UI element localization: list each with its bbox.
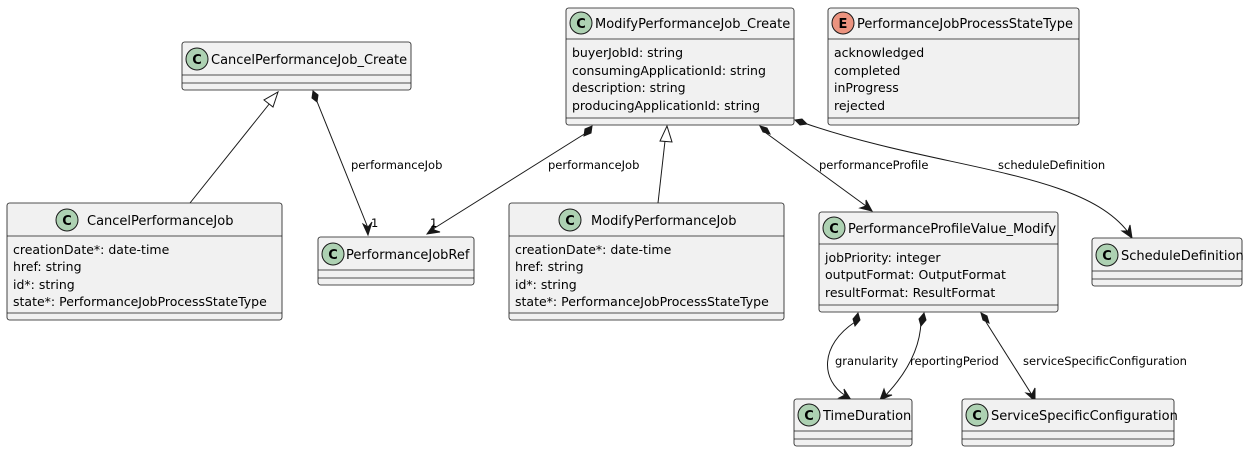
class-name: ModifyPerformanceJob_Create bbox=[595, 17, 790, 32]
relation-label-reportingperiod: reportingPeriod bbox=[910, 354, 999, 368]
relation-profile-servicespecificconfiguration: serviceSpecificConfiguration bbox=[980, 312, 1187, 403]
class-name: ServiceSpecificConfiguration bbox=[991, 409, 1178, 424]
class-stereotype-letter: C bbox=[576, 17, 586, 32]
class-attribute: state*: PerformanceJobProcessStateType bbox=[13, 294, 267, 309]
class-attribute: creationDate*: date-time bbox=[515, 242, 672, 257]
class-name: CancelPerformanceJob_Create bbox=[211, 53, 407, 68]
multiplicity-label: 1 bbox=[371, 216, 378, 230]
class-name: TimeDuration bbox=[822, 409, 911, 424]
class-attribute: href: string bbox=[515, 259, 584, 274]
relation-modify-performancejob: performanceJob 1 bbox=[425, 125, 639, 235]
class-stereotype-letter: C bbox=[328, 248, 338, 263]
enum-value: acknowledged bbox=[834, 45, 924, 60]
class-scheduledefinition: C ScheduleDefinition bbox=[1091, 237, 1244, 287]
class-c-icon bbox=[55, 208, 79, 232]
class-attribute: jobPriority: integer bbox=[824, 250, 941, 265]
class-name: PerformanceJobRef bbox=[346, 248, 470, 263]
class-performanceprofilevalue-modify: C PerformanceProfileValue_Modify jobPrio… bbox=[818, 211, 1059, 313]
class-c-icon bbox=[797, 403, 821, 427]
class-name: CancelPerformanceJob bbox=[87, 214, 233, 229]
relation-label-servicespecificconfiguration: serviceSpecificConfiguration bbox=[1023, 354, 1187, 368]
enum-value: inProgress bbox=[834, 80, 899, 95]
relation-profile-reportingperiod: reportingPeriod bbox=[879, 311, 999, 401]
class-c-icon bbox=[321, 242, 345, 266]
class-c-icon bbox=[1095, 243, 1119, 267]
class-stereotype-letter: C bbox=[1102, 249, 1112, 264]
class-c-icon bbox=[965, 403, 989, 427]
enum-stereotype-letter: E bbox=[839, 17, 848, 32]
class-c-icon bbox=[569, 11, 593, 35]
class-stereotype-letter: C bbox=[972, 409, 982, 424]
enum-e-icon bbox=[831, 11, 855, 35]
class-attribute: consumingApplicationId: string bbox=[572, 63, 766, 78]
class-attribute: href: string bbox=[13, 259, 82, 274]
enum-value: rejected bbox=[834, 98, 885, 113]
relation-label-performancejob: performanceJob bbox=[548, 158, 639, 172]
relation-label-granularity: granularity bbox=[835, 354, 898, 368]
class-cancelperformancejob: C CancelPerformanceJob creationDate*: da… bbox=[6, 202, 283, 321]
class-attribute: creationDate*: date-time bbox=[13, 242, 170, 257]
class-timeduration: C TimeDuration bbox=[793, 398, 913, 447]
class-cancelperformancejob-create: C CancelPerformanceJob_Create bbox=[181, 41, 412, 91]
class-attribute: state*: PerformanceJobProcessStateType bbox=[515, 294, 769, 309]
enum-performancejobprocessstatetype: E PerformanceJobProcessStateType acknowl… bbox=[827, 7, 1080, 126]
class-modifyperformancejob: C ModifyPerformanceJob creationDate*: da… bbox=[508, 202, 785, 321]
class-attribute: outputFormat: OutputFormat bbox=[825, 267, 1006, 282]
class-c-icon bbox=[822, 216, 846, 240]
class-name: PerformanceProfileValue_Modify bbox=[848, 222, 1056, 237]
relation-modify-scheduledefinition: scheduleDefinition bbox=[793, 118, 1133, 240]
class-stereotype-letter: C bbox=[829, 222, 839, 237]
relation-cancel-performancejob: performanceJob 1 bbox=[311, 90, 442, 237]
class-name: ModifyPerformanceJob bbox=[591, 214, 737, 229]
class-c-icon bbox=[558, 208, 582, 232]
relation-label-scheduledefinition: scheduleDefinition bbox=[998, 158, 1105, 172]
class-stereotype-letter: C bbox=[192, 53, 202, 68]
multiplicity-label: 1 bbox=[430, 216, 437, 230]
class-c-icon bbox=[185, 47, 209, 71]
class-attribute: producingApplicationId: string bbox=[572, 98, 760, 113]
class-name: ScheduleDefinition bbox=[1121, 249, 1244, 264]
class-performancejobref: C PerformanceJobRef bbox=[317, 236, 475, 286]
relation-modify-inheritance bbox=[657, 124, 673, 204]
class-stereotype-letter: C bbox=[565, 214, 575, 229]
relation-cancel-inheritance bbox=[189, 90, 279, 204]
class-attribute: buyerJobId: string bbox=[572, 45, 683, 60]
class-stereotype-letter: C bbox=[62, 214, 72, 229]
relation-label-performancejob: performanceJob bbox=[351, 158, 442, 172]
class-attribute: resultFormat: ResultFormat bbox=[825, 285, 995, 300]
class-modifyperformancejob-create: C ModifyPerformanceJob_Create buyerJobId… bbox=[565, 7, 795, 126]
class-stereotype-letter: C bbox=[804, 409, 814, 424]
class-attribute: id*: string bbox=[515, 277, 577, 292]
enum-name: PerformanceJobProcessStateType bbox=[857, 17, 1073, 32]
enum-value: completed bbox=[834, 63, 900, 78]
relation-label-performanceprofile: performanceProfile bbox=[819, 158, 928, 172]
relation-modify-performanceprofile: performanceProfile bbox=[759, 125, 928, 212]
class-attribute: description: string bbox=[572, 80, 686, 95]
class-attribute: id*: string bbox=[13, 277, 75, 292]
relations: performanceJob 1 performanceJob 1 perfor… bbox=[189, 90, 1187, 403]
relation-profile-granularity: granularity bbox=[827, 311, 898, 401]
class-servicespecificconfiguration: C ServiceSpecificConfiguration bbox=[961, 398, 1178, 447]
